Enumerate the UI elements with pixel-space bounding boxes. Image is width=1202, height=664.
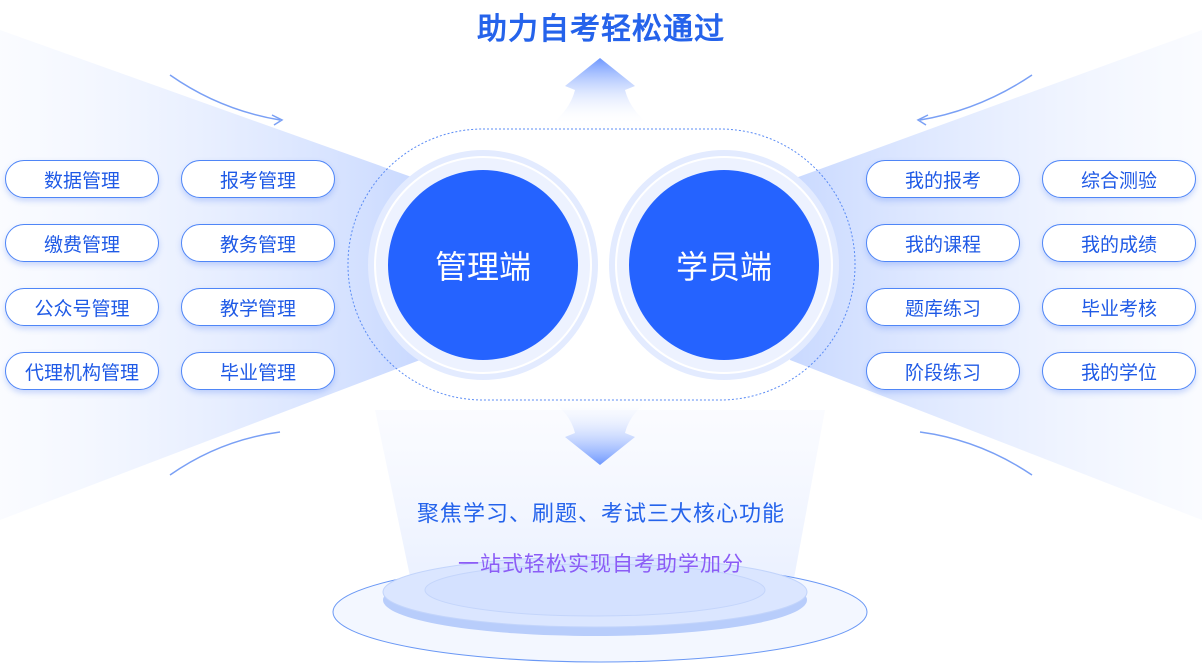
student-item-question-bank[interactable]: 题库练习 [866,288,1020,326]
student-item-comprehensive-test[interactable]: 综合测验 [1042,160,1196,198]
tagline: 聚焦学习、刷题、考试三大核心功能 [416,501,785,526]
admin-item-academic[interactable]: 教务管理 [181,224,335,262]
curve-arrow-icon [169,431,281,476]
student-item-my-registration[interactable]: 我的报考 [866,160,1020,198]
sub-tagline: 一站式轻松实现自考助学加分 [458,553,744,576]
curve-arrow-icon [919,74,1033,121]
left-fan [0,30,420,520]
page-title: 助力自考轻松通过 [477,13,725,46]
right-fan [790,30,1202,520]
admin-portal-circle[interactable]: 管理端 [434,249,531,285]
curve-arrow-icon [169,74,281,121]
admin-item-graduation[interactable]: 毕业管理 [181,352,335,390]
curve-arrow-icon [919,431,1033,476]
down-arrow-icon [550,400,650,465]
student-item-stage-practice[interactable]: 阶段练习 [866,352,1020,390]
dotted-capsule [347,128,856,401]
student-item-my-degree[interactable]: 我的学位 [1042,352,1196,390]
student-item-my-courses[interactable]: 我的课程 [866,224,1020,262]
admin-item-registration[interactable]: 报考管理 [181,160,335,198]
student-portal-circle[interactable]: 学员端 [675,249,772,285]
admin-item-payment[interactable]: 缴费管理 [5,224,159,262]
admin-item-official-account[interactable]: 公众号管理 [5,288,159,326]
admin-item-data[interactable]: 数据管理 [5,160,159,198]
student-item-my-scores[interactable]: 我的成绩 [1042,224,1196,262]
bottom-beam [375,410,825,600]
up-arrow-icon [550,58,650,125]
student-item-graduation-exam[interactable]: 毕业考核 [1042,288,1196,326]
admin-item-agency[interactable]: 代理机构管理 [5,352,159,390]
admin-item-teaching[interactable]: 教学管理 [181,288,335,326]
